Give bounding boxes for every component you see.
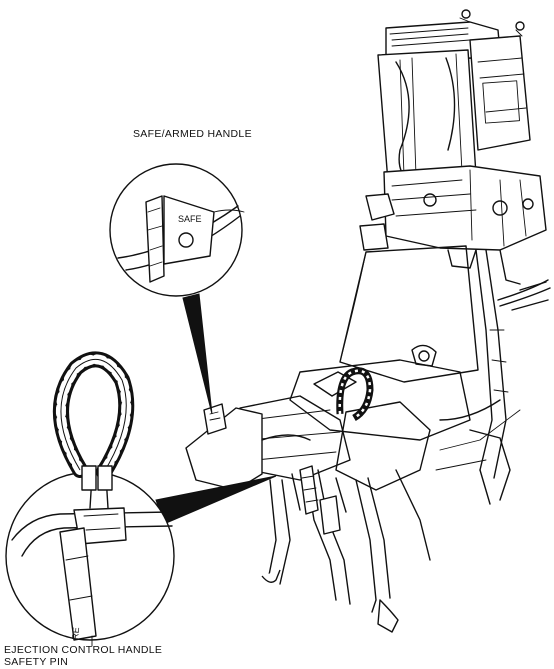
seat-ejection-handle [336,367,374,422]
callout-pointer-top [182,293,213,415]
headbox [377,9,531,183]
pin-tag-text: RE [70,627,81,640]
seat-cushion [233,359,471,491]
safe-armed-handle-label: SAFE/ARMED HANDLE [133,128,252,140]
side-rails [411,249,549,479]
seat-back [339,245,479,383]
ejection-label-line-2: SAFETY PIN [4,656,69,668]
safe-armed-inset: SAFE [117,195,245,283]
side-panel [185,403,311,491]
ejection-seat [185,9,551,633]
lower-structure [261,409,521,633]
ejection-control-handle-safety-pin-label: EJECTION CONTROL HANDLE SAFETY PIN [4,644,162,668]
ejection-pin-callout: RE [5,351,277,647]
ejection-label-line-1: EJECTION CONTROL HANDLE [4,644,163,656]
safe-text: SAFE [178,214,202,224]
ejection-pin-inset: RE [11,475,173,641]
braided-handle-loop [52,351,135,491]
safe-armed-callout: SAFE [109,163,245,415]
upper-frame-hardware [359,165,547,285]
hoses [439,279,551,421]
